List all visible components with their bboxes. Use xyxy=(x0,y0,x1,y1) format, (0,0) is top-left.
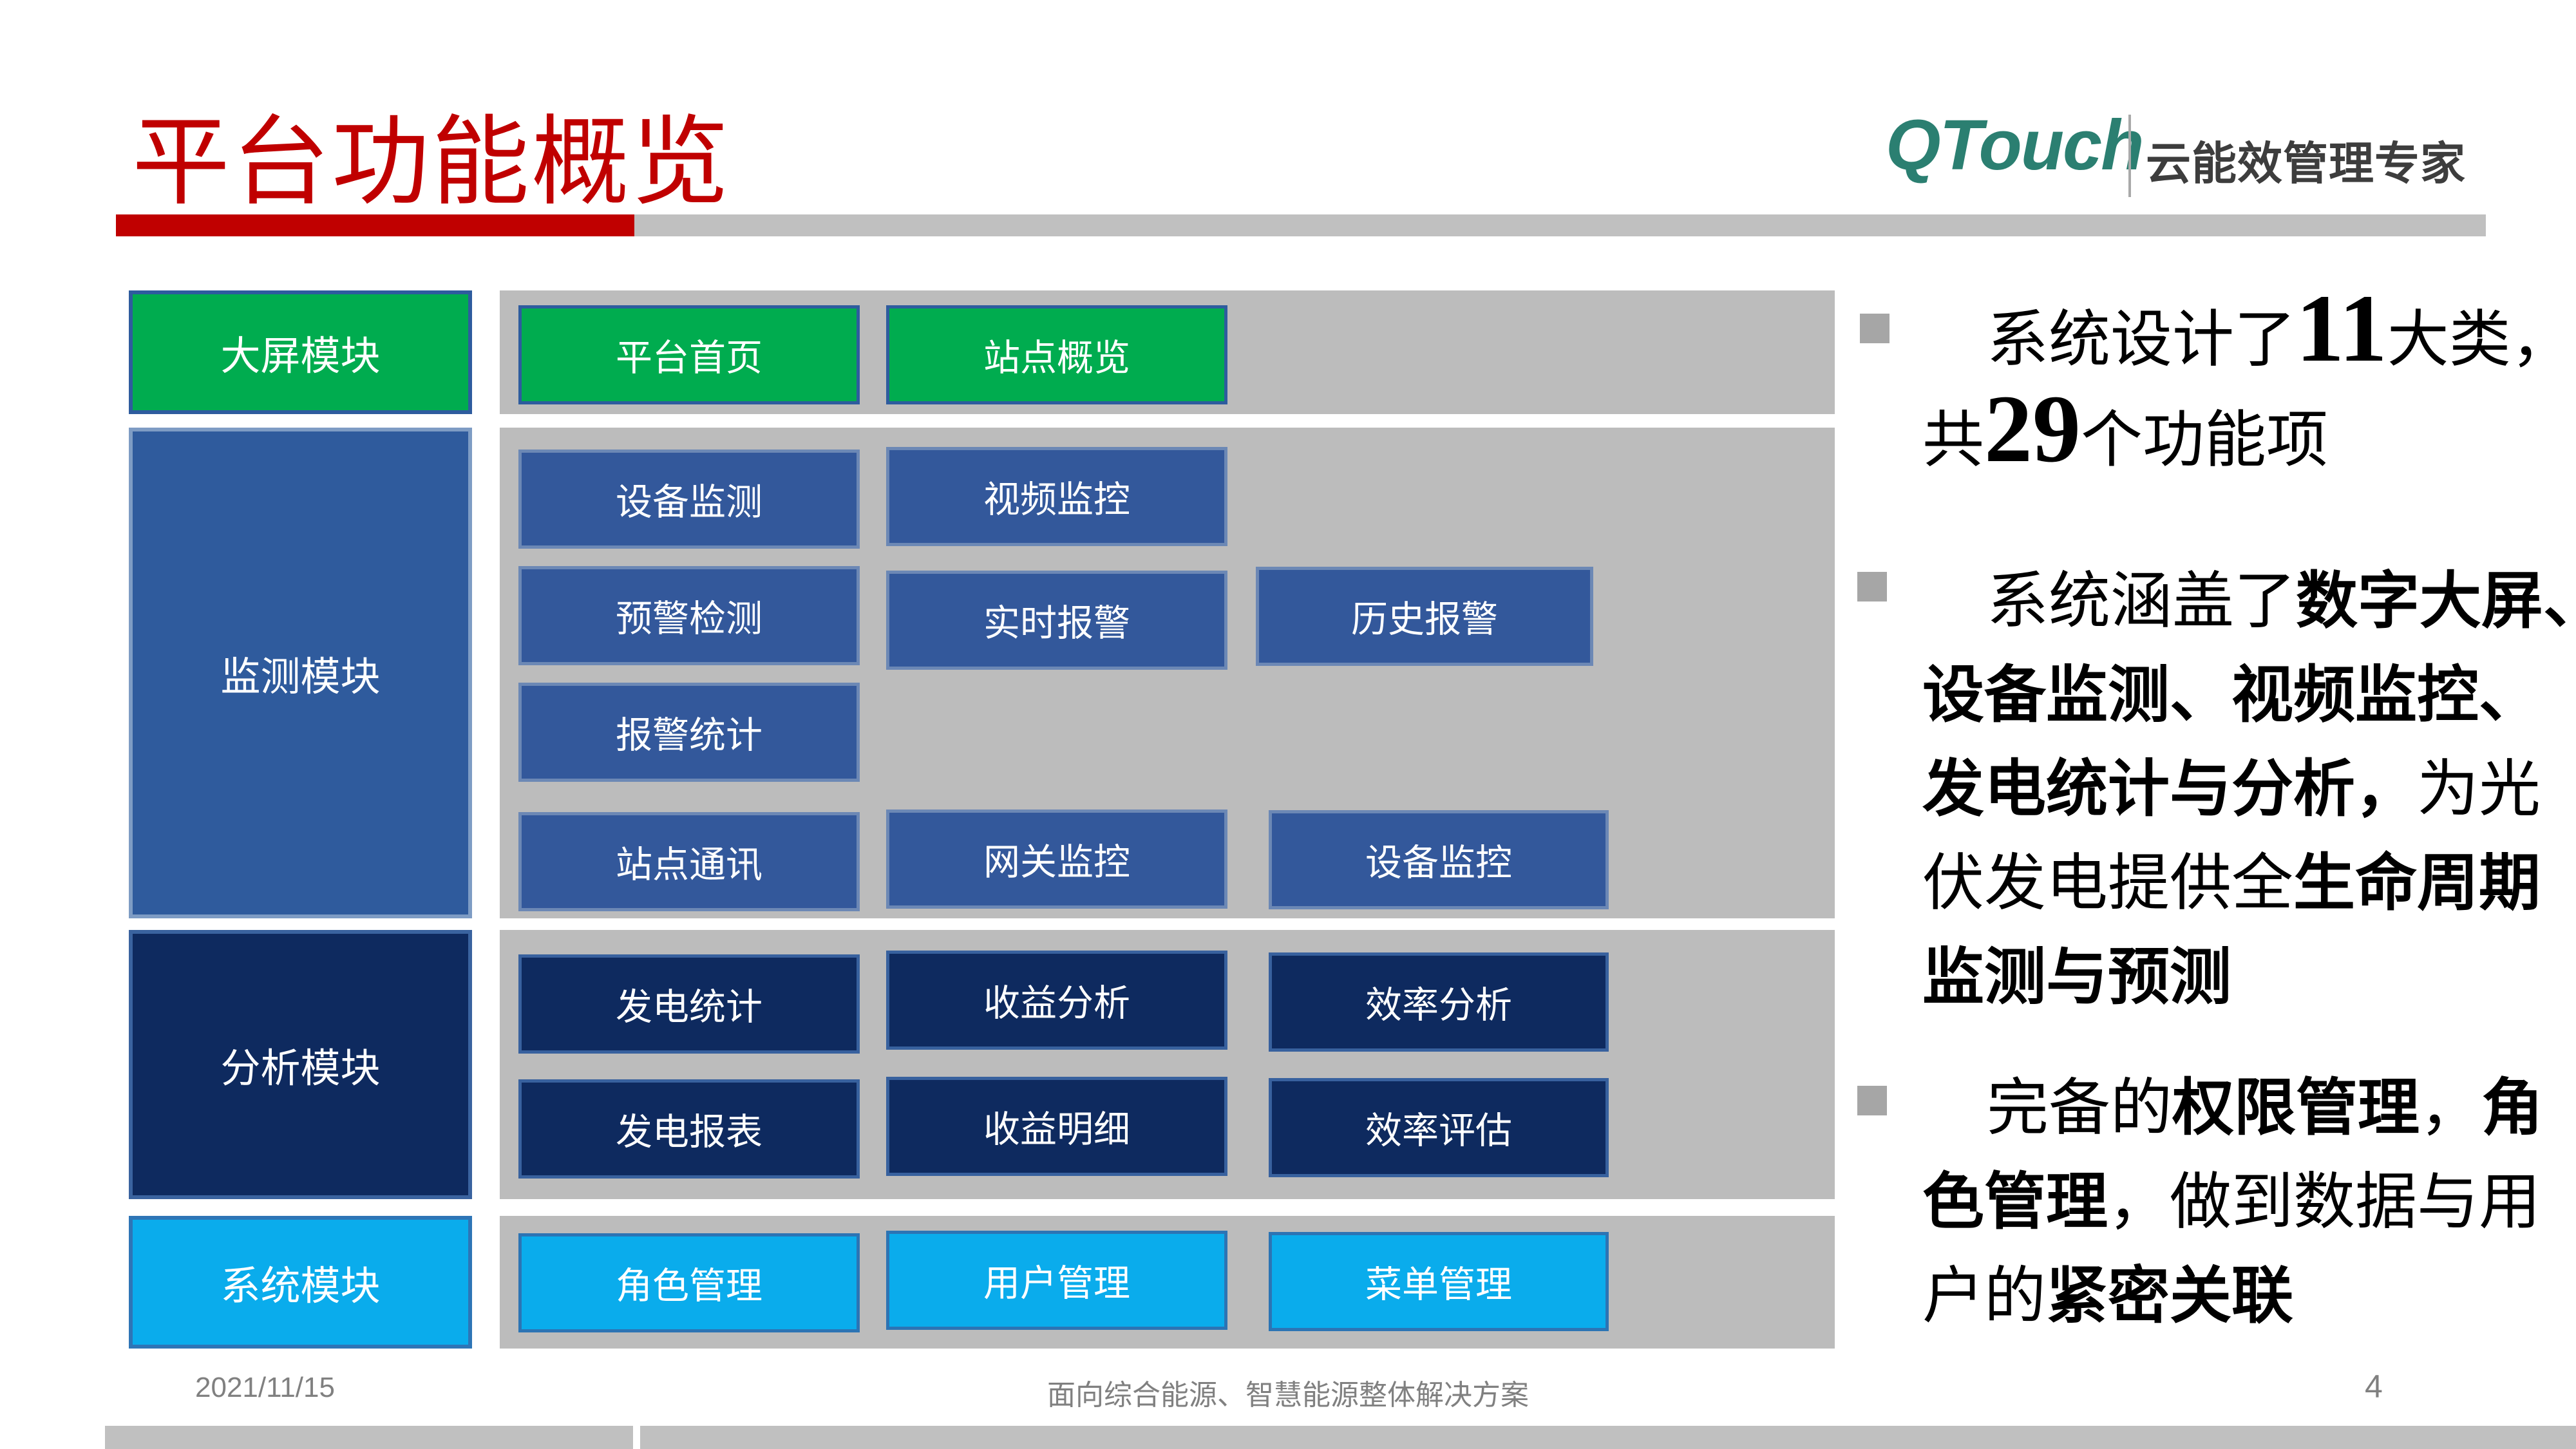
module-box-bigscreen: 大屏模块 xyxy=(129,290,472,414)
function-button-warning-detection[interactable]: 预警检测 xyxy=(518,566,860,665)
bottom-bar-right xyxy=(640,1426,2576,1449)
bullet-square-icon xyxy=(1857,1086,1887,1115)
function-button-revenue-detail[interactable]: 收益明细 xyxy=(886,1077,1227,1176)
bullet-paragraph-1: 系统设计了11大类， 共29个功能项 xyxy=(1922,275,2573,491)
page-title: 平台功能概览 xyxy=(132,108,731,217)
function-button-efficiency-analysis[interactable]: 效率分析 xyxy=(1269,952,1609,1052)
title-underline-gray xyxy=(634,214,2486,236)
bullet-paragraph-2: 系统涵盖了数字大屏、 设备监测、视频监控、 发电统计与分析，为光 伏发电提供全生… xyxy=(1922,554,2576,1025)
function-button-role-management[interactable]: 角色管理 xyxy=(518,1233,860,1332)
logo-tagline: 云能效管理专家 xyxy=(2146,138,2466,189)
function-button-alarm-statistics[interactable]: 报警统计 xyxy=(518,683,860,782)
title-underline-red xyxy=(116,214,634,236)
bullet-line: 系统涵盖了数字大屏、 xyxy=(1987,567,2576,636)
module-box-system: 系统模块 xyxy=(129,1216,472,1349)
logo-divider xyxy=(2128,115,2131,197)
module-label: 监测模块 xyxy=(220,655,381,699)
bullet-line: 系统设计了11大类， xyxy=(1987,275,2573,382)
module-label: 分析模块 xyxy=(220,1046,381,1091)
bullet-line: 色管理，做到数据与用 xyxy=(1922,1168,2541,1236)
bullet-line: 设备监测、视频监控、 xyxy=(1922,661,2541,730)
function-button-generation-report[interactable]: 发电报表 xyxy=(518,1079,860,1179)
page-number: 4 xyxy=(2365,1368,2383,1405)
bullet-line: 户的紧密关联 xyxy=(1922,1262,2293,1331)
function-button-device-surveillance[interactable]: 设备监控 xyxy=(1269,810,1609,909)
module-label: 系统模块 xyxy=(220,1264,381,1309)
bullet-square-icon xyxy=(1857,572,1887,601)
function-button-device-monitoring[interactable]: 设备监测 xyxy=(518,450,860,549)
function-button-efficiency-evaluation[interactable]: 效率评估 xyxy=(1269,1078,1609,1177)
module-box-analysis: 分析模块 xyxy=(129,930,472,1199)
qtouch-logo: QTouch xyxy=(1886,106,2144,185)
footer-caption: 面向综合能源、智慧能源整体解决方案 xyxy=(1047,1379,1529,1411)
bullet-line: 共29个功能项 xyxy=(1922,375,2328,482)
function-button-site-communication[interactable]: 站点通讯 xyxy=(518,812,860,911)
footer-date: 2021/11/15 xyxy=(195,1372,335,1403)
bullet-line: 伏发电提供全生命周期 xyxy=(1922,849,2541,918)
function-button-history-alarm[interactable]: 历史报警 xyxy=(1256,567,1593,666)
function-button-revenue-analysis[interactable]: 收益分析 xyxy=(886,951,1227,1050)
function-button-user-management[interactable]: 用户管理 xyxy=(886,1231,1227,1330)
module-box-monitor: 监测模块 xyxy=(129,428,472,918)
function-button-gateway-monitoring[interactable]: 网关监控 xyxy=(886,810,1227,909)
module-label: 大屏模块 xyxy=(220,334,381,379)
function-button-video-surveillance[interactable]: 视频监控 xyxy=(886,447,1227,546)
bullet-paragraph-3: 完备的权限管理，角 色管理，做到数据与用 户的紧密关联 xyxy=(1922,1061,2543,1343)
function-button-menu-management[interactable]: 菜单管理 xyxy=(1269,1232,1609,1331)
bottom-bar-left xyxy=(105,1426,633,1449)
function-button-site-overview[interactable]: 站点概览 xyxy=(886,305,1227,404)
bullet-square-icon xyxy=(1860,314,1889,343)
bullet-line: 发电统计与分析，为光 xyxy=(1922,755,2541,824)
function-button-platform-home[interactable]: 平台首页 xyxy=(518,305,860,404)
bullet-line: 完备的权限管理，角 xyxy=(1987,1074,2543,1142)
function-button-generation-statistics[interactable]: 发电统计 xyxy=(518,954,860,1054)
bullet-line: 监测与预测 xyxy=(1922,943,2231,1012)
function-button-realtime-alarm[interactable]: 实时报警 xyxy=(886,571,1227,670)
